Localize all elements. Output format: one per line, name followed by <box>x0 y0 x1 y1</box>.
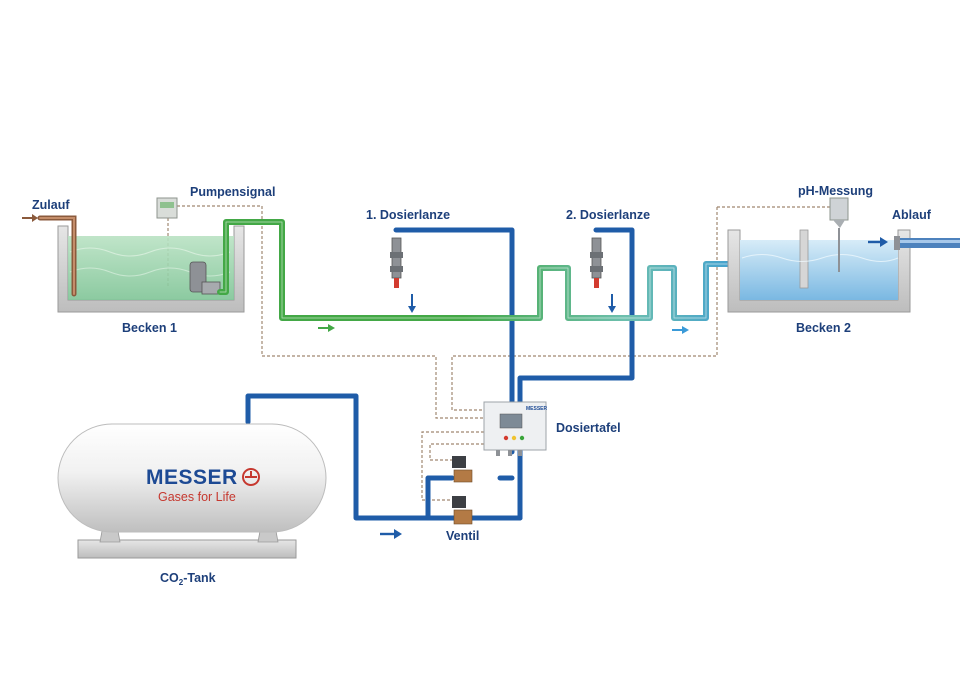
lance-2-down-arrow-icon <box>608 294 616 313</box>
main-water-pipe <box>217 219 763 321</box>
lance-1-down-arrow-icon <box>408 294 416 313</box>
label-co2-tank: CO2-Tank <box>160 571 216 587</box>
label-becken-1: Becken 1 <box>122 321 177 335</box>
label-ventil: Ventil <box>446 529 479 543</box>
dosiertafel-panel: MESSER <box>483 401 548 456</box>
ph-sensor-icon <box>829 197 849 272</box>
tank-slogan: Gases for Life <box>158 490 236 504</box>
dosierlanze-2-icon <box>590 237 603 288</box>
label-ph-messung: pH-Messung <box>798 184 873 198</box>
ventil-2-icon <box>452 496 473 525</box>
flow-arrows <box>22 214 888 539</box>
label-becken-2: Becken 2 <box>796 321 851 335</box>
dosierlanze-1-icon <box>390 237 403 288</box>
label-dosierlanze-2: 2. Dosierlanze <box>566 208 650 222</box>
becken-2-basin <box>727 229 911 313</box>
ablauf-arrow-icon <box>868 237 888 247</box>
messer-logo-icon <box>242 468 260 486</box>
label-dosiertafel: Dosiertafel <box>556 421 621 435</box>
pumpensignal-box <box>156 197 178 219</box>
pump-icon <box>189 261 221 295</box>
becken-1-basin <box>57 225 245 313</box>
green-flow-arrow-icon <box>318 324 335 332</box>
label-ablauf: Ablauf <box>892 208 932 222</box>
blue-flow-arrow-icon <box>672 326 689 334</box>
label-zulauf: Zulauf <box>32 198 70 212</box>
co2-tank: MESSER Gases for Life <box>57 423 327 559</box>
co2-flow-arrow-icon <box>380 529 402 539</box>
panel-brand: MESSER <box>526 406 548 412</box>
ablauf-pipe <box>894 236 960 250</box>
ventil-1-icon <box>452 456 473 483</box>
zulauf-arrow-icon <box>22 214 38 222</box>
label-pumpensignal: Pumpensignal <box>190 185 275 199</box>
label-dosierlanze-1: 1. Dosierlanze <box>366 208 450 222</box>
tank-brand: MESSER <box>146 466 238 489</box>
zulauf-pipe <box>37 215 77 297</box>
